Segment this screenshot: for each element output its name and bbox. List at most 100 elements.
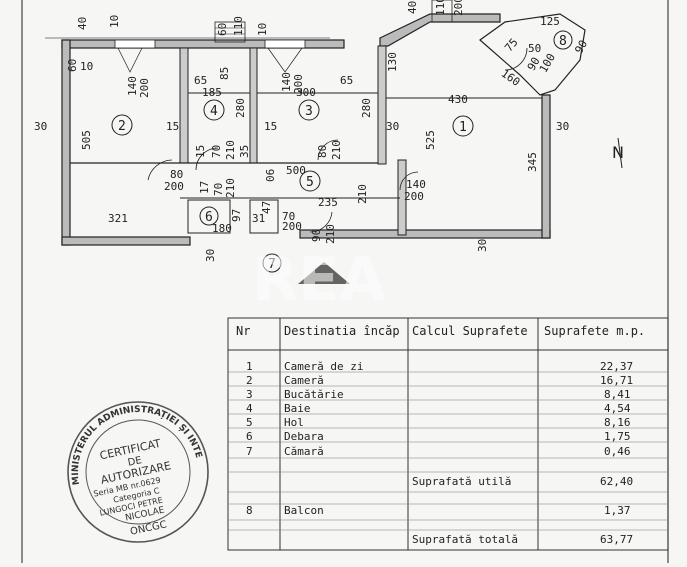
svg-text:47: 47 [260, 201, 273, 214]
svg-text:40: 40 [406, 1, 419, 14]
svg-text:60: 60 [66, 59, 79, 72]
header-suprafete: Suprafete m.p. [544, 324, 645, 338]
svg-text:4,54: 4,54 [604, 402, 631, 415]
room-number-2: 2 [118, 119, 126, 134]
room-markers: 2 4 3 1 5 6 7 8 [111, 30, 573, 273]
svg-text:1: 1 [246, 360, 253, 373]
svg-text:65: 65 [194, 74, 207, 87]
svg-text:60: 60 [216, 23, 229, 36]
svg-text:180: 180 [212, 222, 232, 235]
room-number-5: 5 [306, 175, 314, 190]
svg-text:345: 345 [526, 152, 539, 172]
total-area-label: Suprafată totală [412, 533, 518, 546]
svg-text:210: 210 [356, 184, 369, 204]
svg-text:Cămară: Cămară [284, 445, 324, 458]
svg-text:10: 10 [108, 15, 121, 28]
svg-text:90: 90 [525, 55, 543, 73]
table-row: 7 Cămară 0,46 [246, 445, 631, 458]
north-arrow: N [612, 137, 624, 169]
svg-text:90: 90 [310, 229, 323, 242]
svg-text:80: 80 [316, 145, 329, 158]
useful-area-value: 62,40 [600, 475, 633, 488]
watermark-text: REA [252, 245, 386, 315]
svg-text:210: 210 [224, 140, 237, 160]
svg-text:200: 200 [138, 78, 151, 98]
svg-text:97: 97 [230, 209, 243, 222]
svg-text:210: 210 [330, 140, 343, 160]
header-nr: Nr [236, 324, 250, 338]
svg-text:22,37: 22,37 [600, 360, 633, 373]
svg-text:30: 30 [556, 120, 569, 133]
svg-text:280: 280 [234, 98, 247, 118]
room-number-7: 7 [268, 257, 276, 272]
svg-text:235: 235 [318, 196, 338, 209]
svg-text:200: 200 [164, 180, 184, 193]
table-row: 8 Balcon 1,37 [246, 504, 631, 517]
svg-text:35: 35 [238, 145, 251, 158]
stamp-arc-text: MINISTERUL ADMINISTRAȚIEI ȘI INTERNELOR [0, 0, 204, 502]
svg-text:30: 30 [476, 239, 489, 252]
svg-text:7: 7 [246, 445, 253, 458]
svg-text:5: 5 [246, 416, 253, 429]
svg-text:90: 90 [572, 38, 590, 56]
svg-text:15: 15 [166, 120, 179, 133]
room-number-1: 1 [459, 120, 467, 135]
svg-text:Baie: Baie [284, 402, 311, 415]
room-number-3: 3 [305, 104, 313, 119]
svg-text:4: 4 [246, 402, 253, 415]
svg-text:3: 3 [246, 388, 253, 401]
svg-text:15: 15 [194, 145, 207, 158]
svg-text:1,37: 1,37 [604, 504, 631, 517]
svg-text:16,71: 16,71 [600, 374, 633, 387]
svg-text:8,41: 8,41 [604, 388, 631, 401]
room-number-8: 8 [559, 34, 567, 49]
svg-text:2: 2 [246, 374, 253, 387]
svg-text:DE: DE [127, 455, 143, 469]
svg-text:0,46: 0,46 [604, 445, 631, 458]
svg-text:200: 200 [292, 74, 305, 94]
svg-text:200: 200 [404, 190, 424, 203]
svg-text:110: 110 [434, 0, 447, 16]
svg-text:Hol: Hol [284, 416, 304, 429]
svg-text:10: 10 [80, 60, 93, 73]
svg-text:110: 110 [232, 16, 245, 36]
svg-text:30: 30 [386, 120, 399, 133]
watermark: REA [252, 245, 386, 315]
table-row: 4 Baie 4,54 [246, 402, 631, 415]
table-row: 6 Debara 1,75 [246, 430, 631, 443]
svg-text:ONCGC: ONCGC [129, 519, 168, 537]
svg-text:Cameră: Cameră [284, 374, 324, 387]
header-destinatia: Destinatia încăp [284, 324, 400, 338]
svg-text:70: 70 [282, 210, 295, 223]
total-area-value: 63,77 [600, 533, 633, 546]
svg-text:130: 130 [386, 52, 399, 72]
table-row: 1 Cameră de zi 22,37 [246, 360, 633, 373]
svg-text:280: 280 [360, 98, 373, 118]
table-row: 3 Bucătărie 8,41 [246, 388, 631, 401]
svg-text:06: 06 [264, 169, 277, 182]
svg-text:30: 30 [204, 249, 217, 262]
svg-text:210: 210 [224, 178, 237, 198]
svg-text:200: 200 [452, 0, 465, 16]
svg-text:160: 160 [499, 67, 523, 89]
area-table: Nr Destinatia încăp Calcul Suprafete Sup… [227, 317, 669, 551]
svg-text:8: 8 [246, 504, 253, 517]
table-row: 5 Hol 8,16 [246, 416, 631, 429]
svg-text:85: 85 [218, 67, 231, 80]
svg-text:525: 525 [424, 130, 437, 150]
svg-text:70: 70 [212, 183, 225, 196]
svg-text:200: 200 [282, 220, 302, 233]
svg-text:210: 210 [324, 224, 337, 244]
svg-text:140: 140 [126, 76, 139, 96]
svg-text:300: 300 [296, 86, 316, 99]
svg-text:31: 31 [252, 212, 265, 225]
room-number-6: 6 [205, 210, 213, 225]
svg-text:17: 17 [198, 181, 211, 194]
svg-text:140: 140 [280, 72, 293, 92]
svg-text:Bucătărie: Bucătărie [284, 388, 344, 401]
svg-text:40: 40 [76, 17, 89, 30]
walls [61, 0, 586, 246]
north-label: N [612, 143, 624, 162]
